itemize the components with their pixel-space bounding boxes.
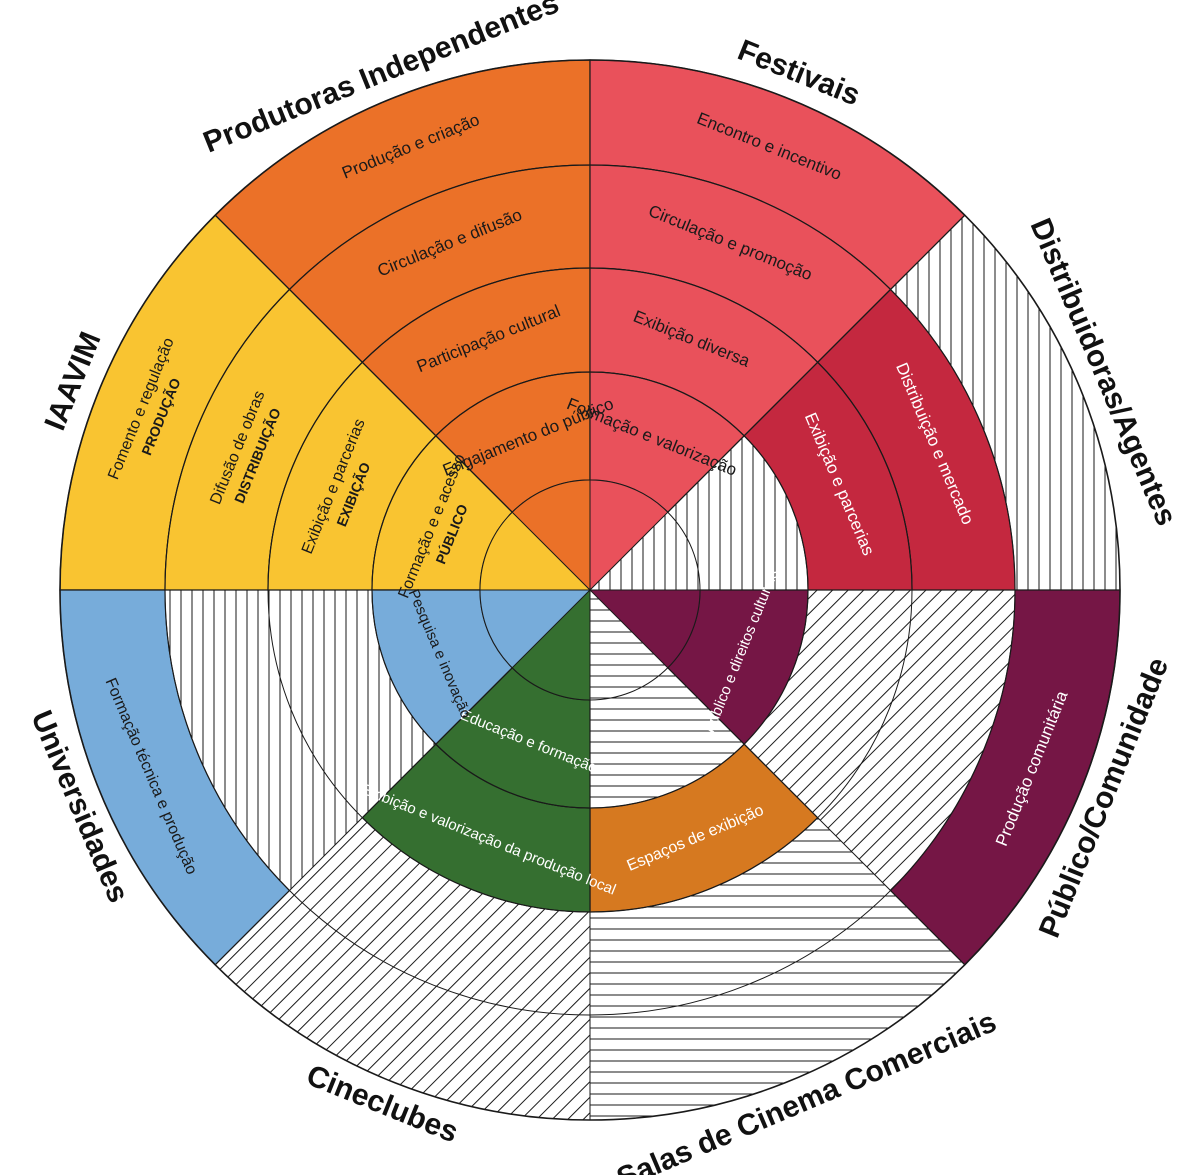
sector-divider bbox=[589, 589, 966, 966]
ring-and-sector-lines bbox=[59, 59, 1121, 1121]
segment-festivais-core bbox=[590, 480, 668, 590]
segment-cineclubes-core bbox=[512, 590, 590, 700]
sector-divider bbox=[214, 589, 591, 966]
segment-produtoras-core bbox=[512, 480, 590, 590]
segment-publico-core bbox=[590, 590, 700, 668]
hatch-sector bbox=[590, 590, 965, 1120]
sector-divider bbox=[214, 214, 591, 591]
colored-segments bbox=[59, 59, 1121, 966]
segment-iaavim-core bbox=[480, 512, 590, 590]
segment-universidades-core bbox=[480, 590, 590, 668]
sector-divider bbox=[589, 214, 966, 591]
